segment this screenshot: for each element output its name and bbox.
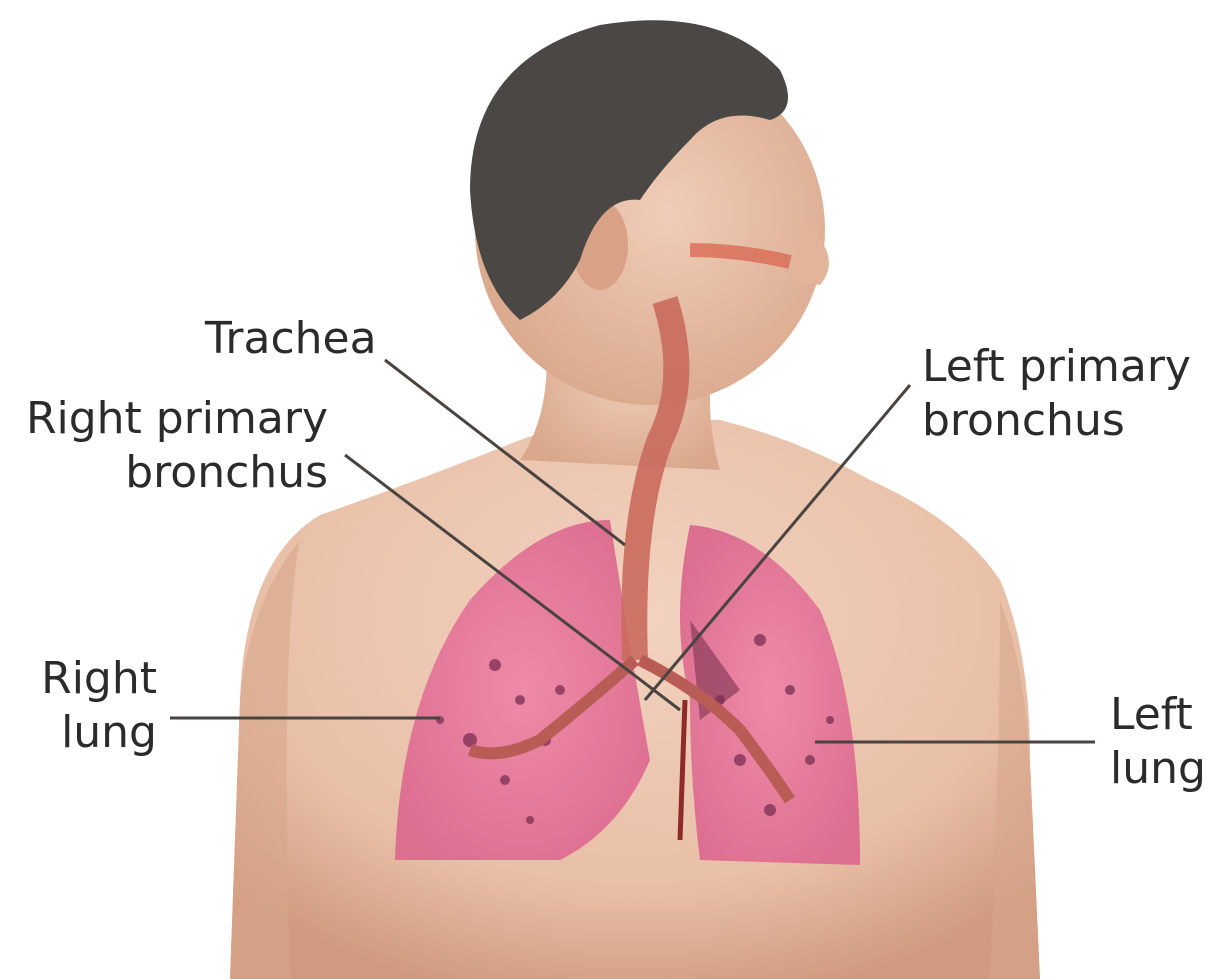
label-left-primary-bronchus-line1: Left primary [922,340,1191,394]
label-left-primary-bronchus: Left primary bronchus [922,340,1191,448]
label-trachea: Trachea [205,312,377,366]
label-right-lung: Right lung [25,652,157,760]
label-right-primary-bronchus: Right primary bronchus [18,392,328,500]
label-left-lung-line2: lung [1110,742,1206,796]
label-right-primary-bronchus-line2: bronchus [18,446,328,500]
label-left-lung: Left lung [1110,688,1206,796]
label-left-lung-line1: Left [1110,688,1206,742]
label-right-lung-line2: lung [25,706,157,760]
label-trachea-text: Trachea [205,312,377,366]
label-right-primary-bronchus-line1: Right primary [18,392,328,446]
label-right-lung-line1: Right [25,652,157,706]
label-left-primary-bronchus-line2: bronchus [922,394,1191,448]
